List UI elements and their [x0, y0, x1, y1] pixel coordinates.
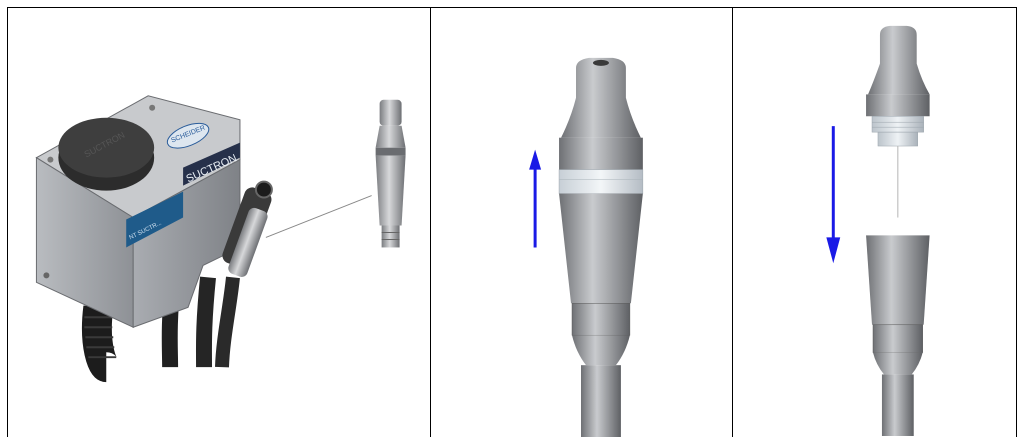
blue-label-panel	[126, 191, 184, 248]
assembled-handpiece-illustration	[529, 57, 644, 437]
transparent-ring	[558, 169, 644, 194]
brand-badge	[166, 122, 210, 149]
handpiece-tube	[581, 365, 621, 437]
device-front	[132, 158, 241, 328]
panel-device-overview: SUCTRON NT SUCTR... SUCTRON SCHEIDER	[8, 8, 431, 437]
hose-3	[195, 276, 216, 368]
handpiece-cap	[561, 57, 641, 138]
separated-handpiece-illustration	[826, 25, 930, 436]
panel-handpiece-assembled	[431, 8, 733, 437]
detached-cap	[866, 25, 930, 147]
hose-4	[215, 276, 240, 368]
screw-icon	[149, 104, 156, 111]
mounted-handpiece	[228, 207, 268, 277]
leader-line	[265, 195, 372, 238]
dark-label-strip	[183, 142, 240, 186]
handpiece-body	[559, 193, 643, 304]
handpiece-lower-body	[866, 235, 930, 325]
down-arrow-icon	[826, 126, 841, 264]
handpiece-tube	[881, 374, 914, 436]
panel-handpiece-separated	[733, 8, 1016, 437]
screw-icon	[43, 272, 50, 279]
screw-icon	[47, 156, 54, 163]
up-arrow-icon	[529, 149, 542, 248]
cap-collar	[559, 137, 643, 170]
device-illustration: SUCTRON NT SUCTR... SUCTRON SCHEIDER	[35, 95, 406, 383]
figure-table: SUCTRON NT SUCTR... SUCTRON SCHEIDER	[7, 7, 1017, 437]
detached-handpiece	[375, 99, 406, 248]
